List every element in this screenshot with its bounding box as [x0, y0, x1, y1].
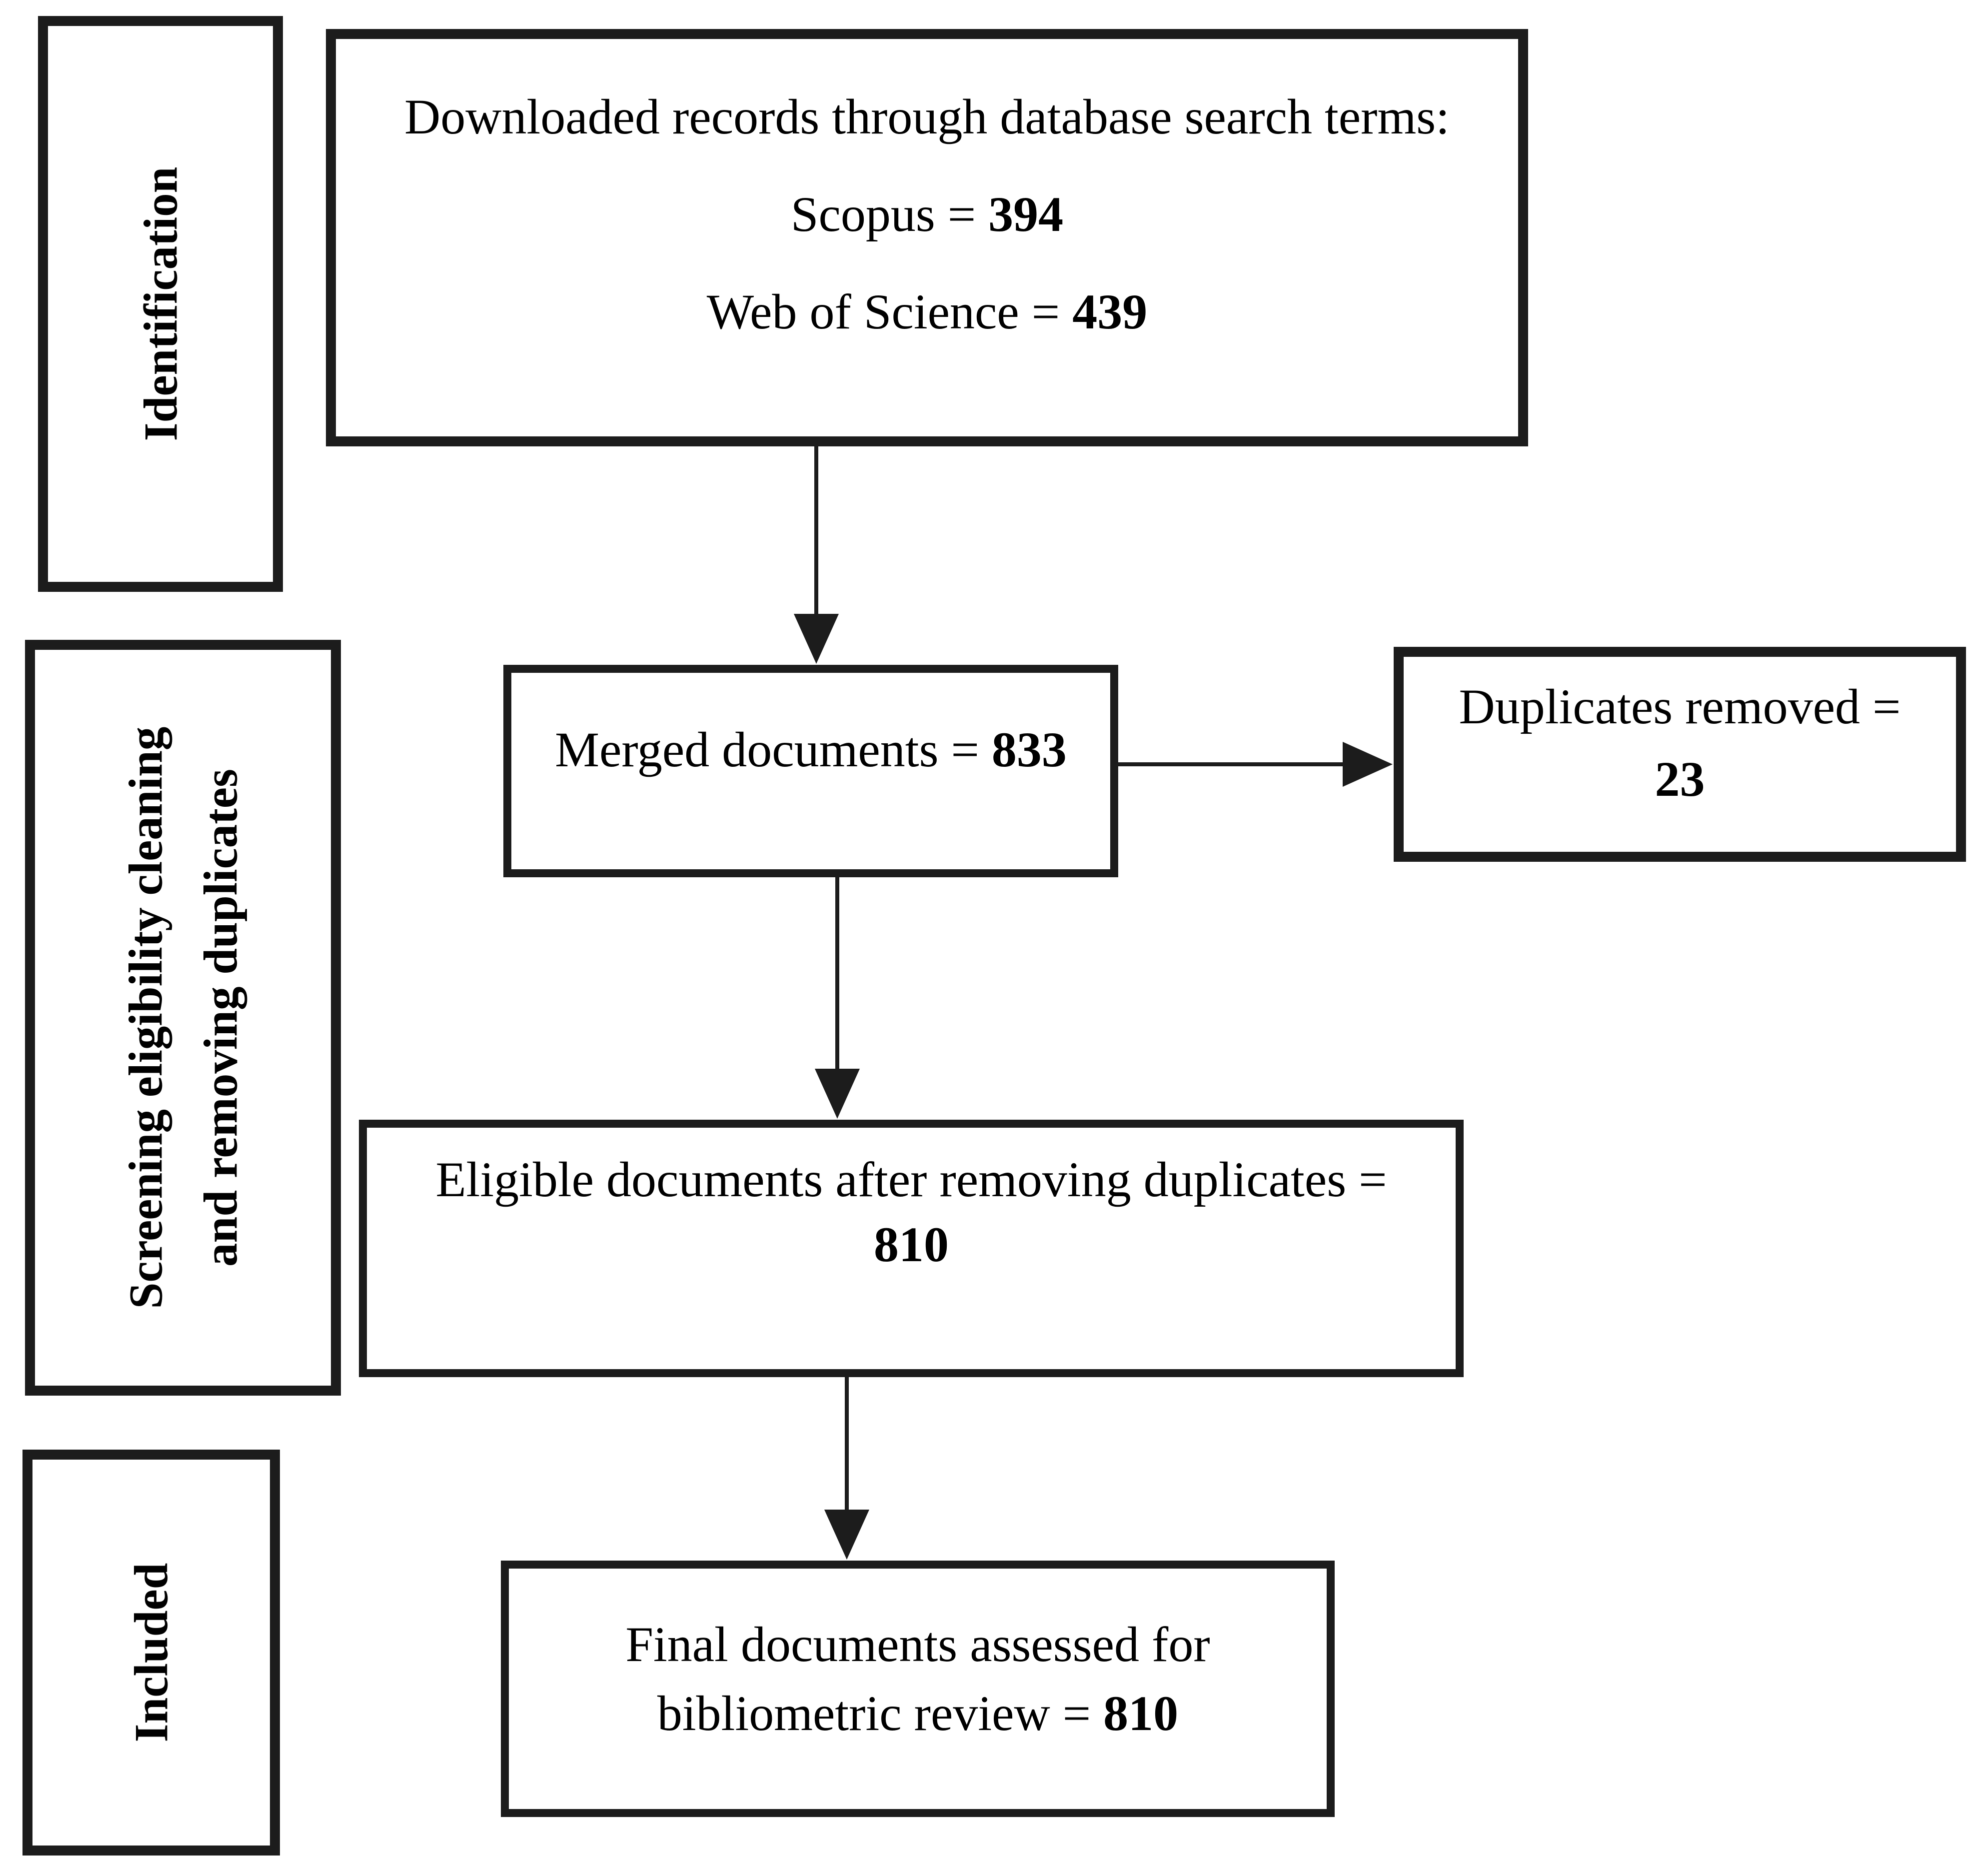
duplicates-removed-value: 23 — [1655, 751, 1705, 807]
arrowhead-right-icon — [1343, 742, 1393, 787]
final-documents-box: Final documents assessed for bibliometri… — [501, 1561, 1335, 1817]
stage-box-included: Included — [22, 1450, 280, 1856]
web-of-science-count-line: Web of Science = 439 — [707, 263, 1147, 360]
final-documents-line1: Final documents assessed for — [625, 1617, 1210, 1672]
stage-label-screening-line2: and removing duplicates — [194, 769, 247, 1267]
arrow-shaft — [835, 877, 839, 1070]
merged-documents-label: Merged documents = — [555, 722, 992, 777]
merged-documents-line: Merged documents = 833 — [555, 715, 1067, 785]
web-of-science-value: 439 — [1072, 284, 1148, 339]
merged-documents-box: Merged documents = 833 — [503, 665, 1118, 877]
final-documents-value: 810 — [1103, 1686, 1179, 1741]
arrow-shaft — [814, 445, 818, 615]
duplicates-removed-box: Duplicates removed = 23 — [1394, 647, 1966, 862]
eligible-documents-label: Eligible documents after removing duplic… — [435, 1152, 1387, 1207]
stage-label-screening-line1: Screening eligibility cleaning — [119, 726, 172, 1309]
arrow-shaft — [1118, 762, 1344, 766]
merged-documents-value: 833 — [991, 722, 1067, 777]
duplicates-removed-label: Duplicates removed = — [1459, 679, 1901, 734]
final-documents-label: bibliometric review = — [657, 1686, 1104, 1741]
scopus-count-line: Scopus = 394 — [791, 165, 1063, 263]
scopus-label: Scopus = — [790, 186, 989, 242]
scopus-value: 394 — [988, 186, 1064, 242]
final-documents-line2: bibliometric review = 810 — [657, 1679, 1178, 1748]
eligible-documents-box: Eligible documents after removing duplic… — [359, 1120, 1464, 1377]
stage-label-included: Included — [124, 1563, 178, 1743]
eligible-documents-value: 810 — [874, 1217, 949, 1272]
stage-label-identification: Identification — [134, 166, 187, 441]
arrow-shaft — [845, 1377, 849, 1511]
downloaded-records-title: Downloaded records through database sear… — [404, 89, 1450, 144]
stage-box-identification: Identification — [38, 16, 283, 592]
arrowhead-down-icon — [794, 614, 839, 664]
arrowhead-down-icon — [815, 1069, 860, 1119]
arrowhead-down-icon — [824, 1510, 869, 1560]
stage-box-screening: Screening eligibility cleaning and remov… — [25, 640, 341, 1396]
downloaded-records-box: Downloaded records through database sear… — [326, 29, 1528, 446]
stage-label-screening: Screening eligibility cleaning and remov… — [108, 727, 258, 1309]
web-of-science-label: Web of Science = — [706, 284, 1073, 339]
